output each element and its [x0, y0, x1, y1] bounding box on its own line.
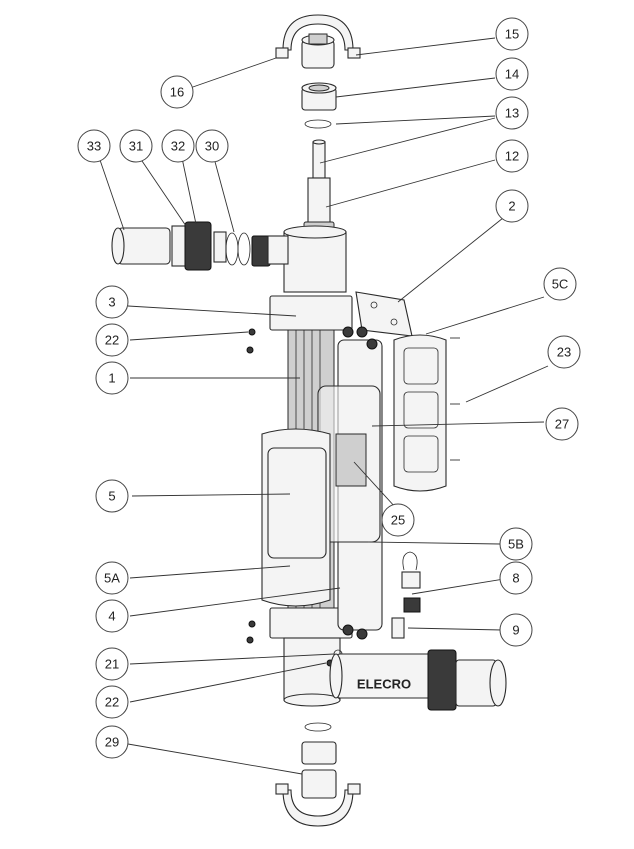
callout-bubble	[95, 479, 129, 513]
callout-label: 3	[108, 295, 115, 310]
callout-c8: 8	[499, 561, 533, 595]
callout-c29: 29	[95, 725, 129, 759]
probe-rod	[303, 139, 335, 235]
callout-label: 31	[129, 139, 143, 154]
callout-label: 33	[87, 139, 101, 154]
callout-c5A: 5A	[95, 561, 129, 595]
callout-bubble	[495, 57, 529, 91]
callout-bubble	[499, 527, 533, 561]
callout-bubble	[381, 503, 415, 537]
side-panel-frame	[393, 334, 447, 492]
callout-label: 22	[105, 695, 119, 710]
callout-c27: 27	[545, 407, 579, 441]
screw-22a-top	[248, 328, 256, 336]
callout-label: 23	[557, 345, 571, 360]
callout-label: 5	[108, 489, 115, 504]
callout-c4: 4	[95, 599, 129, 633]
callout-label: 15	[505, 27, 519, 42]
callout-c16: 16	[160, 75, 194, 109]
front-cover	[261, 428, 331, 607]
callout-c15: 15	[495, 17, 529, 51]
callout-bubble	[95, 599, 129, 633]
callout-bubble	[160, 75, 194, 109]
callout-bubble	[95, 323, 129, 357]
callout-label: 5C	[552, 277, 569, 292]
callout-bubble	[195, 129, 229, 163]
callout-label: 1	[108, 371, 115, 386]
callout-label: 27	[555, 417, 569, 432]
callout-c33: 33	[77, 129, 111, 163]
callout-bubble	[495, 17, 529, 51]
callout-c32: 32	[161, 129, 195, 163]
top-pipe-bracket	[275, 14, 361, 69]
callout-bubble	[499, 613, 533, 647]
callout-bubble	[77, 129, 111, 163]
callout-label: 14	[505, 67, 519, 82]
callout-c22a: 22	[95, 323, 129, 357]
leader-lines	[99, 37, 549, 775]
callout-bubble	[543, 267, 577, 301]
callout-bubble	[119, 129, 153, 163]
left-fittings	[111, 221, 271, 271]
electronics-cylinder	[317, 326, 383, 640]
callout-bubble	[495, 96, 529, 130]
callout-c14: 14	[495, 57, 529, 91]
callout-label: 2	[508, 199, 515, 214]
callout-c23: 23	[547, 335, 581, 369]
callout-c12: 12	[495, 139, 529, 173]
callout-c25: 25	[381, 503, 415, 537]
callout-c22b: 22	[95, 685, 129, 719]
callout-label: 21	[105, 657, 119, 672]
callout-c21: 21	[95, 647, 129, 681]
callout-c5C: 5C	[543, 267, 577, 301]
callout-c30: 30	[195, 129, 229, 163]
callout-label: 5A	[104, 571, 120, 586]
screw-22a-bottom	[246, 346, 254, 354]
callout-bubble	[545, 407, 579, 441]
callout-bubble	[95, 685, 129, 719]
callout-c1: 1	[95, 361, 129, 395]
outlet-pipe: ELECRO	[329, 649, 507, 711]
callout-bubble	[95, 561, 129, 595]
callout-c5: 5	[95, 479, 129, 513]
brand-label: ELECRO	[357, 677, 411, 692]
screw-left-2	[246, 636, 254, 644]
callout-bubble	[95, 725, 129, 759]
callout-label: 25	[391, 513, 405, 528]
callout-c3: 3	[95, 285, 129, 319]
callout-label: 16	[170, 85, 184, 100]
flow-valves	[391, 551, 421, 639]
callout-label: 12	[505, 149, 519, 164]
callout-label: 9	[512, 623, 519, 638]
callout-label: 30	[205, 139, 219, 154]
callout-bubble	[95, 361, 129, 395]
callout-label: 13	[505, 106, 519, 121]
union-nut	[301, 82, 337, 111]
callout-label: 29	[105, 735, 119, 750]
callout-c31: 31	[119, 129, 153, 163]
screw-left-1	[248, 620, 256, 628]
o-ring-top	[304, 119, 332, 129]
callout-label: 8	[512, 571, 519, 586]
callout-bubble	[95, 285, 129, 319]
callout-bubble	[499, 561, 533, 595]
callout-c2: 2	[495, 189, 529, 223]
callout-bubble	[495, 189, 529, 223]
callout-c13: 13	[495, 96, 529, 130]
callout-bubble	[547, 335, 581, 369]
callout-label: 5B	[508, 537, 524, 552]
bottom-pipe-bracket	[275, 722, 361, 827]
callout-label: 22	[105, 333, 119, 348]
callout-bubble	[161, 129, 195, 163]
callout-label: 4	[108, 609, 115, 624]
callout-label: 32	[171, 139, 185, 154]
callout-c9: 9	[499, 613, 533, 647]
callout-bubble	[495, 139, 529, 173]
screws-23	[450, 337, 460, 461]
callout-c5B: 5B	[499, 527, 533, 561]
callout-bubble	[95, 647, 129, 681]
